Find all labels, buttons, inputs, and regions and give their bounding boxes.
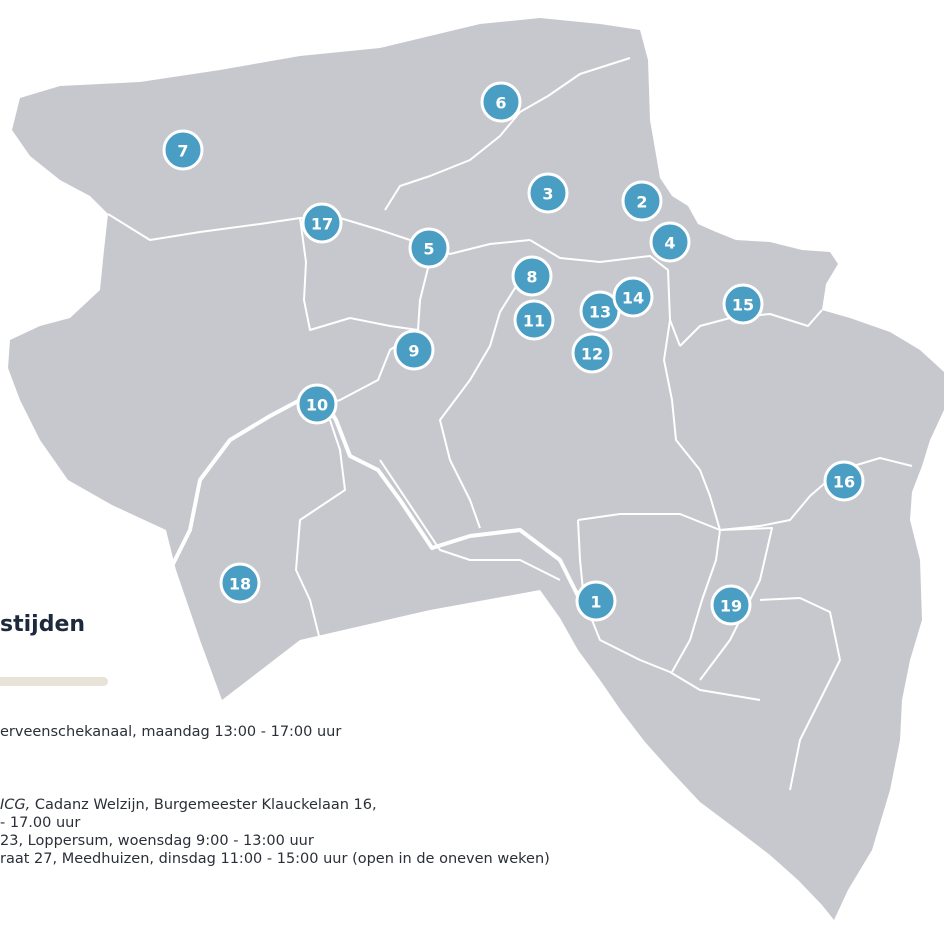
- border: [759, 597, 841, 791]
- marker-number: 19: [720, 597, 742, 616]
- marker-number: 8: [526, 268, 537, 287]
- marker-number: 10: [306, 396, 328, 415]
- section-heading: stijden: [0, 612, 86, 637]
- location-marker-19[interactable]: 19: [710, 584, 752, 626]
- location-marker-4[interactable]: 4: [649, 221, 691, 263]
- marker-number: 6: [495, 94, 506, 113]
- marker-number: 18: [229, 575, 251, 594]
- border: [384, 57, 631, 211]
- info-line-2: ICG, Cadanz Welzijn, Burgemeester Klauck…: [0, 797, 377, 814]
- marker-number: 1: [590, 593, 601, 612]
- border: [439, 279, 521, 529]
- marker-circle-icon: [571, 332, 613, 374]
- marker-circle-icon: [480, 81, 522, 123]
- border: [379, 459, 561, 581]
- marker-circle-icon: [722, 283, 764, 325]
- marker-circle-icon: [649, 221, 691, 263]
- border: [719, 457, 913, 531]
- marker-number: 11: [523, 312, 545, 331]
- info-line-5: raat 27, Meedhuizen, dinsdag 11:00 - 15:…: [0, 851, 550, 867]
- marker-circle-icon: [408, 227, 450, 269]
- border: [299, 217, 431, 349]
- marker-number: 15: [732, 296, 754, 315]
- marker-circle-icon: [296, 383, 338, 425]
- marker-number: 7: [177, 142, 188, 161]
- marker-circle-icon: [621, 180, 663, 222]
- location-marker-1[interactable]: 1: [575, 580, 617, 622]
- province-shape: [8, 18, 944, 920]
- marker-number: 2: [636, 193, 647, 212]
- location-marker-15[interactable]: 15: [722, 283, 764, 325]
- info-line-2-prefix: ICG,: [0, 797, 31, 813]
- marker-circle-icon: [710, 584, 752, 626]
- info-line-3: - 17.00 uur: [0, 815, 81, 831]
- heading-underline: [0, 677, 108, 686]
- major-border: [168, 394, 582, 601]
- info-line-1: erveenschekanaal, maandag 13:00 - 17:00 …: [0, 724, 342, 740]
- location-marker-8[interactable]: 8: [511, 255, 553, 297]
- marker-circle-icon: [301, 202, 343, 244]
- location-marker-7[interactable]: 7: [162, 129, 204, 171]
- location-marker-10[interactable]: 10: [296, 383, 338, 425]
- location-marker-14[interactable]: 14: [612, 276, 654, 318]
- marker-circle-icon: [527, 172, 569, 214]
- marker-circle-icon: [575, 580, 617, 622]
- location-marker-17[interactable]: 17: [301, 202, 343, 244]
- marker-number: 16: [833, 473, 855, 492]
- border: [577, 519, 761, 701]
- border: [577, 513, 721, 673]
- location-marker-18[interactable]: 18: [219, 562, 261, 604]
- location-marker-2[interactable]: 2: [621, 180, 663, 222]
- border: [309, 259, 431, 411]
- location-marker-3[interactable]: 3: [527, 172, 569, 214]
- border: [295, 419, 346, 641]
- location-marker-16[interactable]: 16: [823, 460, 865, 502]
- location-marker-11[interactable]: 11: [513, 299, 555, 341]
- marker-number: 5: [423, 240, 434, 259]
- marker-number: 4: [664, 234, 675, 253]
- marker-circle-icon: [823, 460, 865, 502]
- marker-circle-icon: [513, 299, 555, 341]
- marker-number: 9: [408, 342, 419, 361]
- location-marker-6[interactable]: 6: [480, 81, 522, 123]
- location-marker-9[interactable]: 9: [393, 329, 435, 371]
- marker-number: 17: [311, 215, 333, 234]
- location-marker-12[interactable]: 12: [571, 332, 613, 374]
- marker-circle-icon: [393, 329, 435, 371]
- marker-number: 14: [622, 289, 644, 308]
- location-marker-5[interactable]: 5: [408, 227, 450, 269]
- marker-number: 3: [542, 185, 553, 204]
- marker-number: 13: [589, 303, 611, 322]
- marker-circle-icon: [612, 276, 654, 318]
- info-line-2-text: Cadanz Welzijn, Burgemeester Klauckelaan…: [30, 797, 377, 813]
- location-marker-13[interactable]: 13: [579, 290, 621, 332]
- marker-circle-icon: [162, 129, 204, 171]
- marker-number: 12: [581, 345, 603, 364]
- border: [699, 527, 773, 681]
- info-line-4: 23, Loppersum, woensdag 9:00 - 13:00 uur: [0, 833, 314, 849]
- marker-circle-icon: [219, 562, 261, 604]
- marker-circle-icon: [511, 255, 553, 297]
- border: [663, 319, 721, 531]
